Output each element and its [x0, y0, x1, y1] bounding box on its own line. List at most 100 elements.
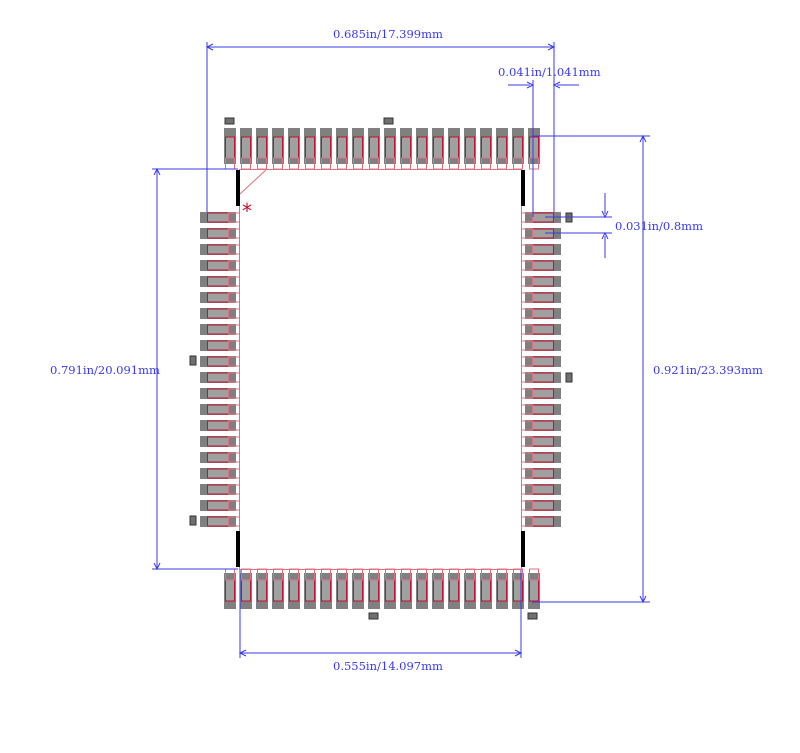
pad-left-copper	[207, 372, 229, 383]
pad-bottom-copper	[369, 579, 379, 602]
pad-right-copper	[532, 260, 554, 271]
pad-top-copper	[465, 136, 475, 159]
pad-left-copper	[207, 356, 229, 367]
pad-top-copper	[529, 136, 539, 159]
silk-bar-top-right	[521, 170, 525, 206]
marker-pad	[224, 117, 235, 125]
pad-left-copper	[207, 452, 229, 463]
pad-bottom-copper	[449, 579, 459, 602]
pad-bottom-copper	[257, 579, 267, 602]
pad-top-copper	[449, 136, 459, 159]
pad-right-copper	[532, 516, 554, 527]
pad-left-copper	[207, 468, 229, 479]
pad-bottom-copper	[337, 579, 347, 602]
pad-bottom-courtyard	[529, 568, 539, 581]
marker-pad	[189, 355, 197, 366]
pad-right-copper	[532, 468, 554, 479]
pad-top-copper	[433, 136, 443, 159]
pad-right-copper	[532, 500, 554, 511]
marker-pad	[565, 372, 573, 383]
pad-left-copper	[207, 212, 229, 223]
pad-right-copper	[532, 404, 554, 415]
pad-bottom-copper	[401, 579, 411, 602]
dimensions-group	[152, 42, 650, 658]
pad-bottom-copper	[465, 579, 475, 602]
pad-top-copper	[225, 136, 235, 159]
pad-top-copper	[257, 136, 267, 159]
pad-left-copper	[207, 308, 229, 319]
dim-pitch: 0.031in/0.8mm	[615, 219, 703, 233]
pad-left-copper	[207, 340, 229, 351]
pad-bottom-copper	[273, 579, 283, 602]
dim-left-height: 0.791in/20.091mm	[50, 363, 160, 377]
marker-pad	[368, 612, 379, 620]
pad-right-copper	[532, 436, 554, 447]
pad-bottom-copper	[225, 579, 235, 602]
pad-bottom-copper	[241, 579, 251, 602]
pad-left-copper	[207, 260, 229, 271]
pad-top-copper	[513, 136, 523, 159]
pad-top-copper	[241, 136, 251, 159]
pad-right-copper	[532, 324, 554, 335]
pads-group	[189, 117, 573, 620]
body-outline	[239, 169, 522, 570]
pad-top-copper	[417, 136, 427, 159]
pad-left-copper	[207, 388, 229, 399]
pin1-chamfer	[239, 168, 268, 195]
pad-right-copper	[532, 484, 554, 495]
pad-right-copper	[532, 340, 554, 351]
pad-right-copper	[532, 276, 554, 287]
silk-bar-bottom-left	[236, 531, 240, 567]
pad-top-courtyard	[529, 157, 539, 170]
pad-bottom-copper	[321, 579, 331, 602]
pad-left-copper	[207, 292, 229, 303]
dim-body-width: 0.555in/14.097mm	[333, 659, 443, 673]
dim-overall-width: 0.685in/17.399mm	[333, 27, 443, 41]
pad-top-copper	[385, 136, 395, 159]
pad-right-copper	[532, 308, 554, 319]
silk-bar-bottom-right	[521, 531, 525, 567]
dimension-arrows	[153, 43, 647, 657]
pad-bottom-copper	[481, 579, 491, 602]
marker-pad	[189, 515, 197, 526]
pad-bottom-copper	[305, 579, 315, 602]
pad-bottom-copper	[417, 579, 427, 602]
pad-bottom-copper	[353, 579, 363, 602]
dim-overall-height: 0.921in/23.393mm	[653, 363, 763, 377]
pad-top-copper	[401, 136, 411, 159]
pad-top-copper	[305, 136, 315, 159]
marker-pad	[527, 612, 538, 620]
pad-left-copper	[207, 404, 229, 415]
pad-left-copper	[207, 436, 229, 447]
pad-right-copper	[532, 420, 554, 431]
pad-top-copper	[369, 136, 379, 159]
pad-right-copper	[532, 244, 554, 255]
pad-top-copper	[321, 136, 331, 159]
pad-left-copper	[207, 516, 229, 527]
pad-top-copper	[481, 136, 491, 159]
pad-left-copper	[207, 420, 229, 431]
pad-right-copper	[532, 292, 554, 303]
pad-top-copper	[353, 136, 363, 159]
marker-pad	[383, 117, 394, 125]
pad-top-copper	[337, 136, 347, 159]
pad-bottom-copper	[497, 579, 507, 602]
pad-top-copper	[497, 136, 507, 159]
pad-left-copper	[207, 276, 229, 287]
pad-top-copper	[289, 136, 299, 159]
pad-right-copper	[532, 356, 554, 367]
pad-left-copper	[207, 324, 229, 335]
pad-bottom-copper	[385, 579, 395, 602]
pad-left-copper	[207, 484, 229, 495]
pad-left-copper	[207, 500, 229, 511]
pad-top-copper	[273, 136, 283, 159]
pad-right-copper	[532, 388, 554, 399]
pad-bottom-copper	[433, 579, 443, 602]
pad-right-copper	[532, 452, 554, 463]
dim-pad-length: 0.041in/1.041mm	[498, 65, 601, 79]
pad-left-copper	[207, 244, 229, 255]
pad-left-copper	[207, 228, 229, 239]
pad-bottom-copper	[529, 579, 539, 602]
silk-bar-top-left	[236, 170, 240, 206]
